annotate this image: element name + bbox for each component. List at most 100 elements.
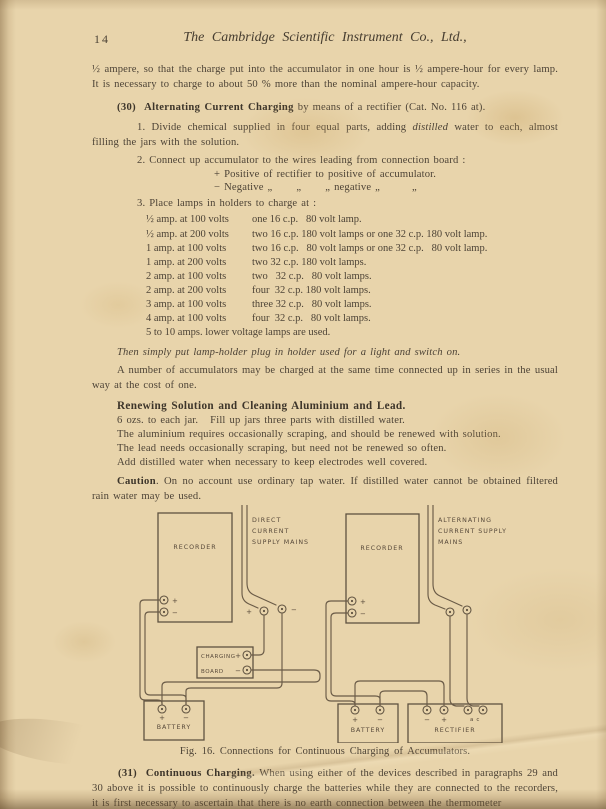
running-title: The Cambridge Scientific Instrument Co.,… (183, 30, 467, 45)
caution-text: . On no account use ordinary tap water. … (92, 476, 558, 503)
minus-sign: − (377, 716, 383, 724)
wire (432, 505, 463, 608)
item-1-text-a: Divide chemical supplied in four equal p… (151, 122, 413, 133)
right-mains-label-3: MAINS (438, 539, 463, 546)
left-battery-label: BATTERY (157, 724, 192, 731)
plus-sign: + (360, 598, 366, 606)
plus-sign: + (246, 608, 252, 616)
wire (144, 611, 187, 707)
terminal-dot-icon (465, 609, 469, 612)
terminal-dot-icon (262, 610, 266, 613)
item-2-text: Connect up accumulator to the wires lead… (149, 155, 466, 166)
renewing-line: 6 ozs. to each jar. Fill up jars three p… (117, 415, 405, 427)
lamp-desc: two 16 c.p. 180 volt lamps or one 32 c.p… (252, 228, 488, 240)
terminal-icon (478, 705, 488, 715)
terminal-dot-icon (350, 612, 354, 615)
minus-sign: − (360, 610, 366, 618)
caution-paragraph: Caution. On no account use ordinary tap … (92, 474, 558, 504)
wire (250, 614, 265, 657)
terminal-dot-icon (378, 709, 382, 712)
list-item-2: 2. Connect up accumulator to the wires l… (92, 153, 558, 168)
lamp-row: 2 amp. at 100 volts two 32 c.p. 80 volt l… (92, 270, 558, 284)
wire (379, 690, 428, 708)
item-3-number: 3. (137, 198, 150, 210)
list-item-3: 3. Place lamps in holders to charge at : (92, 196, 558, 211)
item-1-italic: distilled (412, 122, 449, 133)
wire (185, 612, 283, 707)
terminal-dot-icon (466, 709, 470, 712)
terminal-dot-icon (353, 709, 357, 712)
ac-terminals-label: a c (470, 717, 480, 723)
page-header: 14 The Cambridge Scientific Instrument C… (92, 30, 558, 50)
wire (354, 680, 445, 708)
circuit-diagram: RECORDER DIRECT CURRENT SUPPLY MAINS + − (139, 505, 507, 744)
wire (330, 612, 381, 708)
renewing-line: Add distilled water when necessary to ke… (117, 456, 428, 468)
left-circuit: RECORDER DIRECT CURRENT SUPPLY MAINS + − (139, 505, 321, 742)
right-recorder-label: RECORDER (360, 545, 403, 552)
terminal-dot-icon (425, 709, 429, 712)
lamp-spec: 2 amp. at 100 volts (146, 270, 227, 282)
page-content: 14 The Cambridge Scientific Instrument C… (92, 0, 558, 809)
minus-sign: − (172, 609, 178, 617)
lamp-spec: ½ amp. at 200 volts (146, 228, 229, 240)
section-30-rest: by means of a rectifier (Cat. No. 116 at… (293, 102, 486, 113)
page-number: 14 (94, 32, 110, 46)
rectifier-label: RECTIFIER (434, 727, 475, 734)
section-31-paragraph: (31) Continuous Charging. When using eit… (92, 766, 558, 809)
section-30-heading: (30) Alternating Current Charging by mea… (92, 100, 558, 116)
wire (139, 599, 163, 707)
item-1-text-b: water to each, almost filling the jars w… (92, 122, 558, 148)
terminal-dot-icon (448, 611, 452, 614)
terminal-dot-icon (162, 611, 166, 614)
wire (161, 669, 321, 707)
charging-board-label-2: BOARD (201, 669, 224, 675)
left-recorder-label: RECORDER (173, 544, 216, 551)
renewing-heading: Renewing Solution and Cleaning Aluminium… (117, 400, 406, 413)
figure-16: RECORDER DIRECT CURRENT SUPPLY MAINS + − (92, 505, 558, 759)
left-recorder-box (157, 512, 233, 624)
then-note: Then simply put lamp-holder plug in hold… (117, 347, 461, 359)
terminal-dot-icon (442, 709, 446, 712)
section-31-title: Continuous Charging. (145, 768, 256, 780)
item-2-number: 2. (137, 155, 150, 166)
lamp-spec: 1 amp. at 200 volts (146, 256, 227, 268)
left-mains-label-3: SUPPLY MAINS (252, 539, 309, 546)
page-edge-shadow (0, 0, 16, 809)
right-battery-box (337, 703, 399, 744)
lamp-note: 5 to 10 amps. lower voltage lamps are us… (146, 327, 331, 339)
terminal-dot-icon (245, 654, 249, 657)
lamp-row: ½ amp. at 200 volts two 16 c.p. 180 volt … (92, 228, 558, 242)
negative-subline: − Negative „ „ „ negative „ „ (214, 182, 417, 194)
right-recorder-box (345, 513, 420, 625)
wire (241, 505, 259, 610)
terminal-dot-icon (162, 599, 166, 602)
wire (246, 505, 277, 607)
lamp-spec: 1 amp. at 100 volts (146, 242, 227, 254)
renewing-line: The aluminium requires occasionally scra… (117, 429, 501, 441)
terminal-icon (463, 705, 473, 715)
minus-sign: − (183, 714, 189, 722)
lamp-desc: four 32 c.p. 80 volt lamps. (252, 313, 371, 325)
wire (466, 613, 480, 708)
terminal-dot-icon (481, 709, 485, 712)
lamp-desc: two 32 c.p. 80 volt lamps. (252, 270, 372, 282)
right-mains-label-2: CURRENT SUPPLY (438, 528, 507, 535)
lamp-spec: 2 amp. at 200 volts (146, 284, 227, 296)
page-edge-shadow (596, 0, 606, 809)
intro-paragraph: ½ ampere, so that the charge put into th… (92, 64, 558, 90)
wire (449, 615, 465, 708)
plus-sign: + (235, 652, 241, 660)
lamp-desc: three 32 c.p. 80 volt lamps. (252, 298, 372, 310)
terminal-dot-icon (350, 600, 354, 603)
minus-sign: − (235, 667, 241, 675)
item-1-number: 1. (137, 122, 152, 133)
plus-sign: + (441, 716, 447, 724)
terminal-dot-icon (245, 669, 249, 672)
positive-subline: + Positive of rectifier to positive of a… (214, 169, 437, 180)
section-30-title: Alternating Current Charging (144, 102, 294, 113)
lamp-desc: four 32 c.p. 180 volt lamps. (252, 284, 371, 296)
